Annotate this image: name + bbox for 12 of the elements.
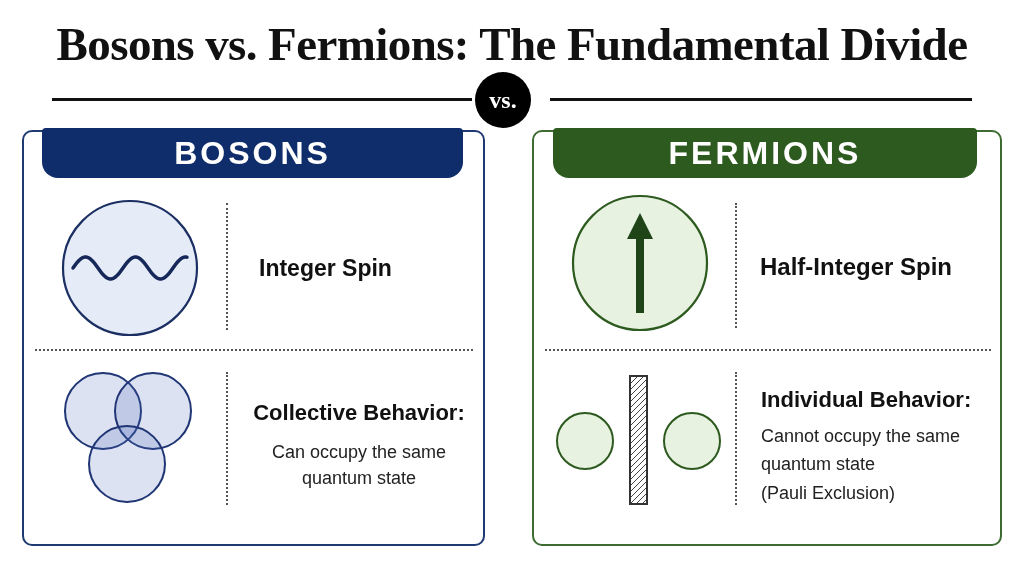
panel-card — [22, 130, 485, 546]
row-heading: Half-Integer Spin — [760, 252, 952, 282]
row-heading: Individual Behavior: — [761, 386, 972, 414]
row-heading: Collective Behavior: — [252, 399, 466, 427]
header-band: FERMIONS — [553, 128, 977, 178]
description: Cannot occupy the same quantum state — [761, 425, 962, 476]
description: Can occupy the same quantum state — [270, 441, 448, 490]
title: Bosons vs. Fermions: The Fundamental Divide — [56, 18, 968, 70]
header-band: BOSONS — [42, 128, 463, 178]
description: (Pauli Exclusion) — [761, 482, 896, 505]
panel-card — [532, 130, 1002, 546]
row-heading: Integer Spin — [259, 254, 392, 283]
